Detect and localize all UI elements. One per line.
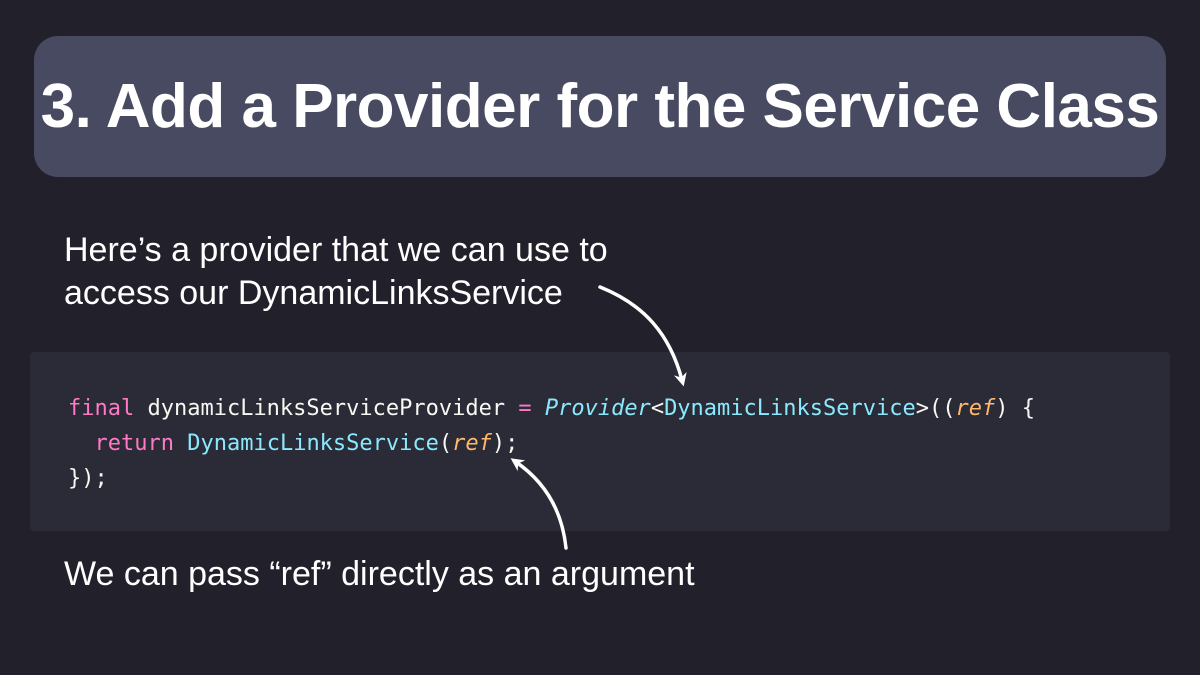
code-block <box>30 352 1170 531</box>
line2-end: ); <box>491 431 519 456</box>
caption-top-line-1: Here’s a provider that we can use to <box>64 231 608 269</box>
curved-arrow-icon <box>598 285 687 387</box>
service-type: DynamicLinksService <box>664 396 916 421</box>
generic-close: >(( <box>915 396 956 421</box>
code-line-2: return DynamicLinksService(ref); <box>68 431 519 456</box>
variable-name: dynamicLinksServiceProvider <box>134 396 519 421</box>
code-snippet: final dynamicLinksServiceProvider = Prov… <box>68 391 1035 496</box>
title-banner: 3. Add a Provider for the Service Class <box>34 36 1166 177</box>
operator-equals: = <box>518 396 532 421</box>
line1-end: ) { <box>995 396 1035 421</box>
slide-title: 3. Add a Provider for the Service Class <box>40 72 1160 141</box>
caption-top: Here’s a provider that we can use to acc… <box>64 229 608 315</box>
code-line-1: final dynamicLinksServiceProvider = Prov… <box>68 396 1035 421</box>
caption-bottom: We can pass “ref” directly as an argumen… <box>64 555 695 593</box>
caption-top-line-2: access our DynamicLinksService <box>64 274 563 312</box>
generic-open: < <box>650 396 665 421</box>
paren-open: ( <box>438 431 453 456</box>
keyword-final: final <box>68 396 135 421</box>
ref-argument: ref <box>452 431 492 456</box>
curved-arrow-icon <box>510 458 568 550</box>
code-line-3: }); <box>68 466 108 491</box>
provider-class: Provider <box>544 396 651 421</box>
service-constructor: DynamicLinksService <box>187 431 439 456</box>
keyword-return: return <box>94 431 174 456</box>
ref-param: ref <box>955 396 996 421</box>
